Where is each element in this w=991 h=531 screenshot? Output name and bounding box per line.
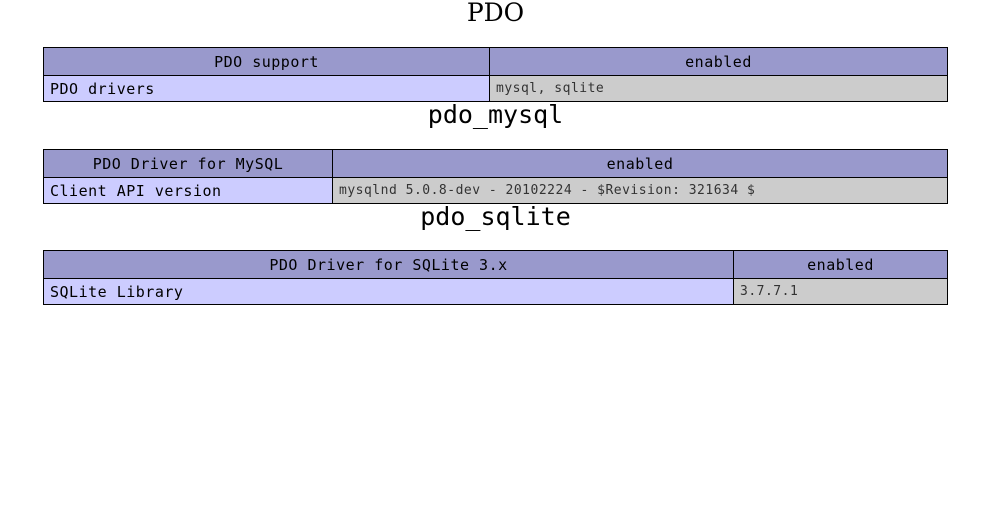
row-name-cell: Client API version <box>43 177 333 204</box>
table-row: Client API version mysqlnd 5.0.8-dev - 2… <box>43 177 948 204</box>
table-row: SQLite Library 3.7.7.1 <box>43 278 948 305</box>
table-header-row: PDO Driver for SQLite 3.x enabled <box>43 250 948 279</box>
pdo-support-table: PDO support enabled PDO drivers mysql, s… <box>43 47 948 102</box>
header-cell-right: enabled <box>332 149 948 178</box>
pdo-mysql-table: PDO Driver for MySQL enabled Client API … <box>43 149 948 204</box>
section-title-pdo: PDO <box>466 0 525 27</box>
header-cell-left: PDO support <box>43 47 490 76</box>
row-name-cell: PDO drivers <box>43 75 490 102</box>
row-value-cell: mysqlnd 5.0.8-dev - 20102224 - $Revision… <box>332 177 948 204</box>
header-cell-left: PDO Driver for MySQL <box>43 149 333 178</box>
pdo-sqlite-table: PDO Driver for SQLite 3.x enabled SQLite… <box>43 250 948 305</box>
header-cell-left: PDO Driver for SQLite 3.x <box>43 250 734 279</box>
row-value-cell: 3.7.7.1 <box>733 278 948 305</box>
table-row: PDO drivers mysql, sqlite <box>43 75 948 102</box>
header-cell-right: enabled <box>489 47 948 76</box>
table-header-row: PDO support enabled <box>43 47 948 76</box>
row-name-cell: SQLite Library <box>43 278 734 305</box>
header-cell-right: enabled <box>733 250 948 279</box>
table-header-row: PDO Driver for MySQL enabled <box>43 149 948 178</box>
section-title-pdo-mysql: pdo_mysql <box>427 100 564 129</box>
row-value-cell: mysql, sqlite <box>489 75 948 102</box>
section-title-pdo-sqlite: pdo_sqlite <box>420 202 571 231</box>
